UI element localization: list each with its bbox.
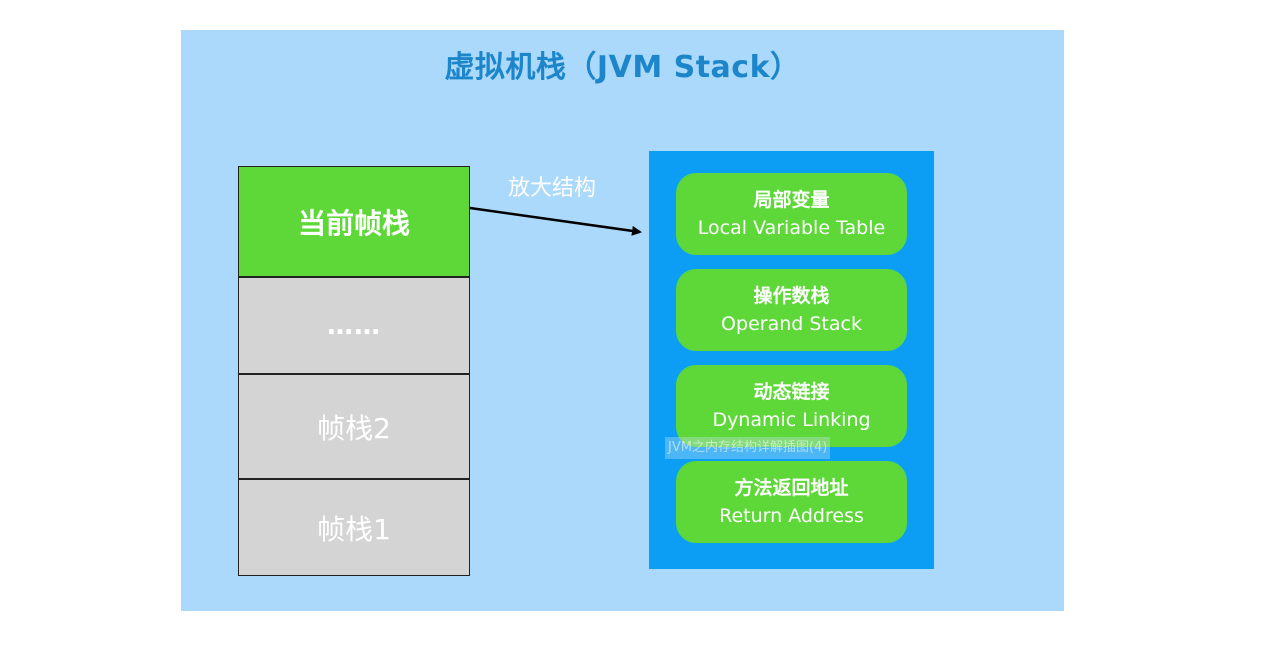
block-label-zh: 动态链接 bbox=[753, 381, 830, 403]
block-label-en: Local Variable Table bbox=[697, 217, 886, 239]
stack-frame-ellipsis: …… bbox=[238, 277, 470, 374]
operand-stack-block: 操作数栈 Operand Stack bbox=[676, 269, 907, 351]
watermark-caption: JVM之内存结构详解插图(4) bbox=[665, 437, 831, 459]
diagram-title: 虚拟机栈（JVM Stack） bbox=[444, 50, 801, 85]
block-label-zh: 方法返回地址 bbox=[734, 477, 849, 499]
zoom-structure-label: 放大结构 bbox=[508, 176, 597, 201]
return-address-block: 方法返回地址 Return Address bbox=[676, 461, 907, 543]
block-label-zh: 局部变量 bbox=[753, 189, 830, 211]
block-label-en: Dynamic Linking bbox=[712, 409, 871, 431]
stack-frame-1: 帧栈1 bbox=[238, 479, 470, 576]
block-label-zh: 操作数栈 bbox=[753, 285, 830, 307]
block-label-en: Operand Stack bbox=[721, 313, 862, 335]
stack-frame-2: 帧栈2 bbox=[238, 374, 470, 479]
block-label-en: Return Address bbox=[719, 505, 864, 527]
stack-frame-current: 当前帧栈 bbox=[238, 166, 470, 277]
local-variable-table-block: 局部变量 Local Variable Table bbox=[676, 173, 907, 255]
dynamic-linking-block: 动态链接 Dynamic Linking bbox=[676, 365, 907, 447]
